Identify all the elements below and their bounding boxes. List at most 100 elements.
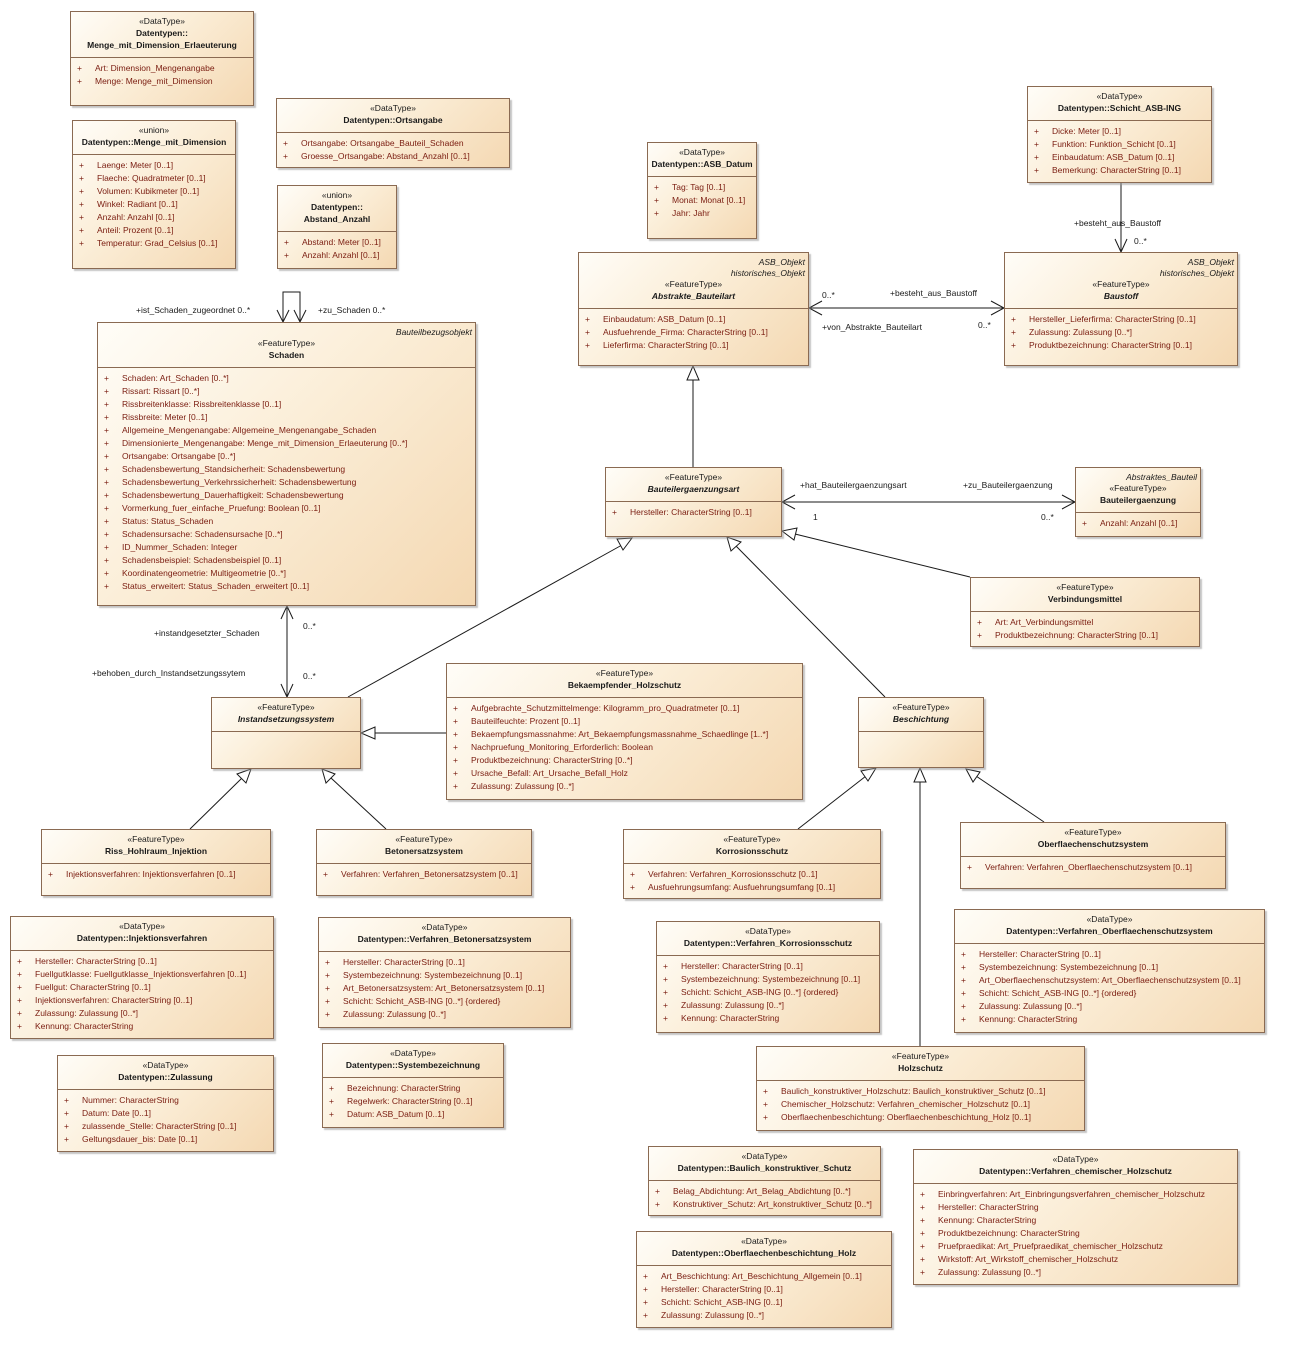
visibility-public: + bbox=[977, 617, 982, 627]
attribute-text: Geltungsdauer_bis: Date [0..1] bbox=[82, 1134, 198, 1144]
attribute-text: Belag_Abdichtung: Art_Belag_Abdichtung [… bbox=[673, 1186, 851, 1196]
class-name: Datentypen::Verfahren_Korrosionsschutz bbox=[683, 938, 853, 948]
attribute-row: +Rissbreite: Meter [0..1] bbox=[102, 411, 471, 424]
class-attributes: +Hersteller: CharacterString [0..1] bbox=[606, 501, 781, 523]
attribute-text: Schicht: Schicht_ASB-ING [0..*] {ordered… bbox=[343, 996, 501, 1006]
attribute-text: Regelwerk: CharacterString [0..1] bbox=[347, 1096, 473, 1106]
attribute-text: Baulich_konstruktiver_Holzschutz: Baulic… bbox=[781, 1086, 1046, 1096]
class-attributes: +Hersteller: CharacterString [0..1]+Syst… bbox=[657, 955, 879, 1029]
class-header: «FeatureType»Korrosionsschutz bbox=[624, 830, 880, 863]
label-besteht-aus-baustoff-top: +besteht_aus_Baustoff bbox=[1074, 218, 1162, 228]
class-name: Holzschutz bbox=[898, 1063, 943, 1073]
class-attributes: +Schaden: Art_Schaden [0..*]+Rissart: Ri… bbox=[98, 367, 475, 597]
attribute-row: +Hersteller: CharacterString [0..1] bbox=[323, 956, 566, 969]
class-name: Oberflaechenschutzsystem bbox=[1037, 839, 1149, 849]
attribute-row: + Belag_Abdichtung: Art_Belag_Abdichtung … bbox=[653, 1185, 876, 1198]
attribute-row: +Einbaudatum: ASB_Datum [0..1] bbox=[583, 313, 804, 326]
attribute-text: Bemerkung: CharacterString [0..1] bbox=[1052, 165, 1181, 175]
visibility-public: + bbox=[1034, 165, 1039, 175]
attribute-text: Verfahren: Verfahren_Betonersatzsystem [… bbox=[341, 869, 518, 879]
attribute-row: +Dimensionierte_Mengenangabe: Menge_mit_… bbox=[102, 437, 471, 450]
attribute-text: Hersteller: CharacterString [0..1] bbox=[661, 1284, 783, 1294]
attribute-row: +Systembezeichnung: Systembezeichnung [0… bbox=[323, 969, 566, 982]
visibility-public: + bbox=[79, 225, 84, 235]
class-name: Verbindungsmittel bbox=[1047, 594, 1123, 604]
class-attributes: +Hersteller: CharacterString [0..1]+Syst… bbox=[955, 943, 1264, 1030]
attribute-row: +Hersteller: CharacterString [0..1] bbox=[661, 960, 875, 973]
attribute-text: Rissbreitenklasse: Rissbreitenklasse [0.… bbox=[122, 399, 282, 409]
class-attributes: +Art: Art_Verbindungsmittel+Produktbezei… bbox=[971, 611, 1199, 646]
visibility-public: + bbox=[643, 1297, 648, 1307]
class-stereotype: «FeatureType» bbox=[595, 668, 654, 678]
class-attributes: +Bezeichnung: CharacterString+Regelwerk:… bbox=[323, 1077, 503, 1125]
class-stereotype: «DataType» bbox=[1052, 1154, 1099, 1164]
class-asb-datum: «DataType»Datentypen::ASB_Datum+Tag: Tag… bbox=[647, 142, 757, 239]
attribute-row: +Einbaudatum: ASB_Datum [0..1] bbox=[1032, 151, 1207, 164]
class-header: «FeatureType»Bauteilergaenzungsart bbox=[606, 468, 781, 501]
attribute-text: Produktbezeichnung: CharacterString [0..… bbox=[995, 630, 1159, 640]
visibility-public: + bbox=[763, 1099, 768, 1109]
class-attributes: +Hersteller: CharacterString [0..1]+Syst… bbox=[319, 951, 570, 1025]
class-name: Datentypen::ASB_Datum bbox=[651, 159, 753, 169]
attribute-text: Produktbezeichnung: CharacterString [0..… bbox=[471, 755, 633, 765]
attribute-text: Status: Status_Schaden bbox=[122, 516, 214, 526]
visibility-public: + bbox=[104, 399, 109, 409]
gen-arrow-1 bbox=[616, 537, 634, 551]
attribute-row: +Abstand: Meter [0..1] bbox=[282, 236, 392, 249]
visibility-public: + bbox=[763, 1086, 768, 1096]
class-header: «union»Datentypen:: Abstand_Anzahl bbox=[278, 186, 396, 231]
attribute-text: Verfahren: Verfahren_Oberflaechenschutzs… bbox=[985, 862, 1192, 872]
visibility-public: + bbox=[961, 988, 966, 998]
attribute-row: +Schadensbewertung_Verkehrssicherheit: S… bbox=[102, 476, 471, 489]
assoc-arrow-f bbox=[780, 494, 796, 510]
class-header: «DataType»Datentypen::Verfahren_Oberflae… bbox=[955, 910, 1264, 943]
label-besteht-aus-baustoff: +besteht_aus_Baustoff bbox=[890, 288, 978, 298]
class-header: «FeatureType»Oberflaechenschutzsystem bbox=[961, 823, 1225, 856]
visibility-public: + bbox=[104, 581, 109, 591]
visibility-public: + bbox=[325, 996, 330, 1006]
class-stereotype: «DataType» bbox=[119, 921, 165, 931]
attribute-text: Bauteilfeuchte: Prozent [0..1] bbox=[471, 716, 581, 726]
class-attributes: +Hersteller: CharacterString [0..1]+Fuel… bbox=[11, 950, 273, 1037]
class-name: Datentypen::Verfahren_Oberflaechenschutz… bbox=[1006, 926, 1213, 936]
attribute-row: +Hersteller: CharacterString [0..1] bbox=[610, 506, 777, 519]
class-stereotype: «DataType» bbox=[370, 103, 416, 113]
attribute-text: Hersteller: CharacterString bbox=[938, 1202, 1039, 1212]
visibility-public: + bbox=[655, 1186, 660, 1196]
class-verfahren-korrosionsschutz: «DataType»Datentypen::Verfahren_Korrosio… bbox=[656, 921, 880, 1033]
class-name: Korrosionsschutz bbox=[715, 846, 789, 856]
visibility-public: + bbox=[643, 1310, 648, 1320]
attribute-text: Nummer: CharacterString bbox=[82, 1095, 179, 1105]
attribute-row: +Hersteller: CharacterString [0..1] bbox=[15, 955, 269, 968]
class-attributes bbox=[212, 731, 360, 740]
class-stereotype: «DataType» bbox=[741, 1151, 788, 1161]
attribute-text: Temperatur: Grad_Celsius [0..1] bbox=[97, 238, 218, 248]
assoc-arrow-i bbox=[280, 683, 294, 699]
attribute-text: Volumen: Kubikmeter [0..1] bbox=[97, 186, 200, 196]
attribute-text: Lieferfirma: CharacterString [0..1] bbox=[603, 340, 729, 350]
class-name: Datentypen::Schicht_ASB-ING bbox=[1057, 103, 1182, 113]
class-stereotype: «DataType» bbox=[1086, 914, 1133, 924]
class-tag: historisches_Objekt bbox=[1159, 268, 1234, 278]
attribute-row: +Zulassung: Zulassung [0..*] bbox=[918, 1266, 1233, 1279]
attribute-text: Rissbreite: Meter [0..1] bbox=[122, 412, 208, 422]
class-stereotype: «union» bbox=[138, 125, 170, 135]
class-oberflaechenbeschichtung-holz: «DataType»Datentypen::Oberflaechenbeschi… bbox=[636, 1231, 892, 1328]
class-header: Abstraktes_Bauteil«FeatureType»Bauteiler… bbox=[1076, 468, 1200, 512]
class-name: Datentypen::Zulassung bbox=[118, 1072, 213, 1082]
attribute-row: +Status_erweitert: Status_Schaden_erweit… bbox=[102, 580, 471, 593]
visibility-public: + bbox=[663, 987, 668, 997]
gen-riss-instand bbox=[189, 777, 243, 830]
attribute-text: Menge: Menge_mit_Dimension bbox=[95, 76, 213, 86]
visibility-public: + bbox=[654, 208, 659, 218]
attribute-text: Zulassung: Zulassung [0..*] bbox=[343, 1009, 447, 1019]
attribute-text: Ortsangabe: Ortsangabe [0..*] bbox=[122, 451, 236, 461]
attribute-row: +Ausfuehrungsumfang: Ausfuehrungsumfang … bbox=[628, 881, 876, 894]
class-baulich-konstruktiver-schutz: «DataType»Datentypen::Baulich_konstrukti… bbox=[648, 1146, 881, 1216]
attribute-text: Systembezeichnung: Systembezeichnung [0.… bbox=[343, 970, 523, 980]
assoc-schaden-self bbox=[282, 291, 301, 322]
class-stereotype: «DataType» bbox=[679, 147, 725, 157]
class-header: «FeatureType»Instandsetzungssystem bbox=[212, 698, 360, 731]
